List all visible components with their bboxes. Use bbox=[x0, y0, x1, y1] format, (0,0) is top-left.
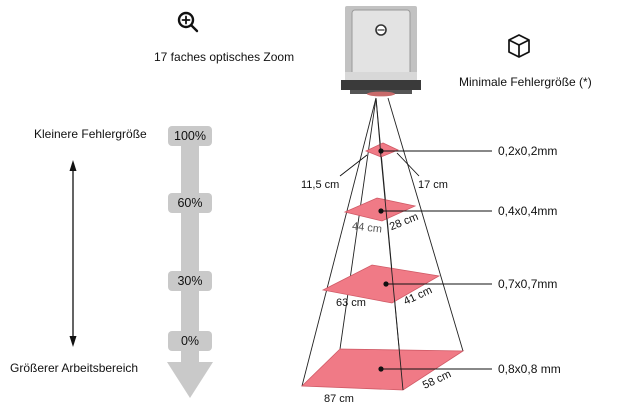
defect-size-level-4: 0,8x0,8 mm bbox=[498, 362, 561, 376]
percent-pill-60: 60% bbox=[168, 193, 212, 213]
larger-work-area-label: Größerer Arbeitsbereich bbox=[10, 361, 139, 375]
minimum-defect-size-label: Minimale Fehlergröße (*) bbox=[459, 75, 592, 89]
percent-pill-100: 100% bbox=[168, 126, 212, 146]
defect-size-level-3: 0,7x0,7mm bbox=[498, 277, 558, 291]
camera-icon bbox=[341, 6, 421, 97]
zoom-label: 17 faches optisches Zoom bbox=[154, 50, 295, 64]
defect-size-level-1: 0,2x0,2mm bbox=[498, 144, 558, 158]
range-double-arrow bbox=[69, 160, 77, 347]
fov-pyramid-front-edges bbox=[375, 97, 404, 391]
fov-pyramid-edges bbox=[301, 97, 464, 391]
small-plane-dimension-lines bbox=[339, 152, 420, 177]
depth-label-level-1: 17 cm bbox=[418, 179, 448, 191]
fov-plane-3 bbox=[321, 264, 441, 304]
width-label-level-4: 87 cm bbox=[324, 393, 354, 405]
zoom-in-icon bbox=[177, 11, 199, 33]
smaller-defect-label: Kleinere Fehlergröße bbox=[34, 127, 147, 141]
leader-lines bbox=[381, 150, 492, 370]
width-label-level-1: 11,5 cm bbox=[301, 179, 340, 191]
leader-dots bbox=[378, 148, 389, 372]
percentage-flow-arrow bbox=[167, 136, 213, 398]
percent-pill-0: 0% bbox=[168, 331, 212, 351]
percent-pill-30: 30% bbox=[168, 271, 212, 291]
defect-size-level-2: 0,4x0,4mm bbox=[498, 204, 558, 218]
cube-icon bbox=[508, 34, 530, 58]
width-label-level-3: 63 cm bbox=[336, 297, 366, 309]
